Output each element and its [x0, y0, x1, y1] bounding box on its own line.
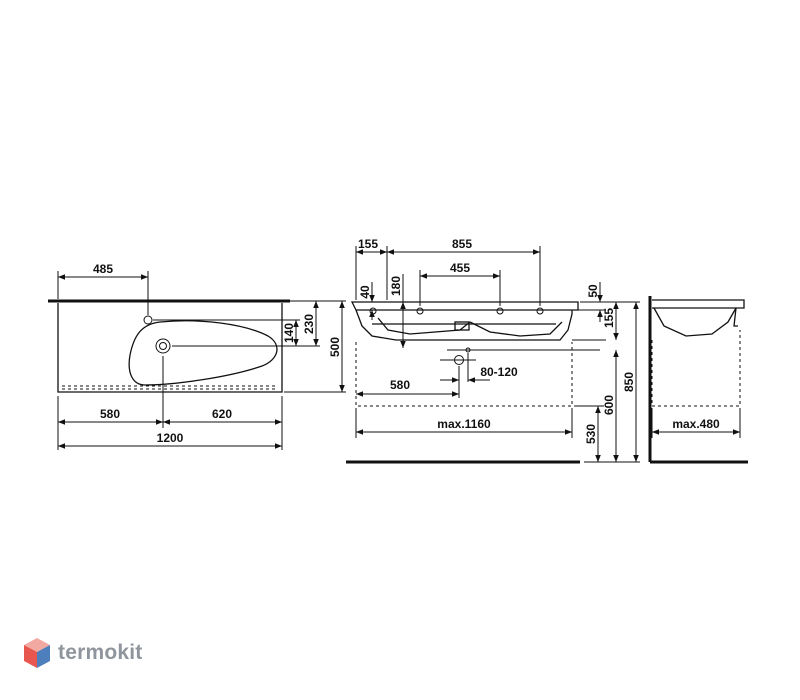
front-view: 155 855 455 40 180 50 155 580 80-120 [346, 237, 640, 464]
dim-40: 40 [358, 285, 372, 299]
fixing-hole-3 [496, 307, 504, 315]
dim-80-120: 80-120 [480, 365, 518, 379]
dim-140: 140 [282, 323, 296, 343]
dim-500: 500 [328, 337, 342, 357]
dim-600: 600 [602, 395, 616, 415]
dim-485: 485 [93, 262, 113, 276]
front-view-basin [355, 309, 573, 341]
dim-max-1160: max.1160 [437, 417, 491, 431]
top-view-outline [57, 303, 283, 393]
dim-850: 850 [622, 372, 636, 392]
side-view-basin [653, 307, 737, 337]
tap-hole [143, 315, 153, 325]
side-view: max.480 [648, 296, 748, 464]
fixing-hole-4 [536, 307, 544, 315]
dim-580-front: 580 [390, 378, 410, 392]
fixing-hole-2 [416, 307, 424, 315]
drain-outer [155, 338, 171, 354]
fixing-hole-1 [369, 307, 377, 315]
basin-outline [128, 320, 278, 386]
top-view: 485 140 230 500 580 620 1200 [48, 262, 346, 450]
front-view-drain [454, 321, 470, 331]
dim-580-top: 580 [100, 407, 120, 421]
side-view-cabinet [651, 330, 741, 407]
dim-230: 230 [302, 314, 316, 334]
dim-180: 180 [389, 276, 403, 296]
logo-text: termokit [58, 641, 143, 664]
dim-855: 855 [452, 237, 472, 251]
dim-155-right: 155 [602, 308, 616, 328]
dim-1200: 1200 [157, 431, 184, 445]
drain-inner [159, 342, 167, 350]
cube-logo-icon [24, 638, 50, 668]
termokit-logo[interactable]: termokit [22, 636, 142, 670]
side-view-top-slab [652, 299, 745, 309]
dim-530: 530 [584, 424, 598, 444]
dim-155-top: 155 [358, 237, 378, 251]
dim-50: 50 [586, 284, 600, 298]
dim-620: 620 [212, 407, 232, 421]
dim-max-480: max.480 [672, 417, 720, 431]
dim-455: 455 [450, 261, 470, 275]
cabinet-outline [355, 342, 573, 407]
front-view-top-slab [350, 301, 579, 311]
